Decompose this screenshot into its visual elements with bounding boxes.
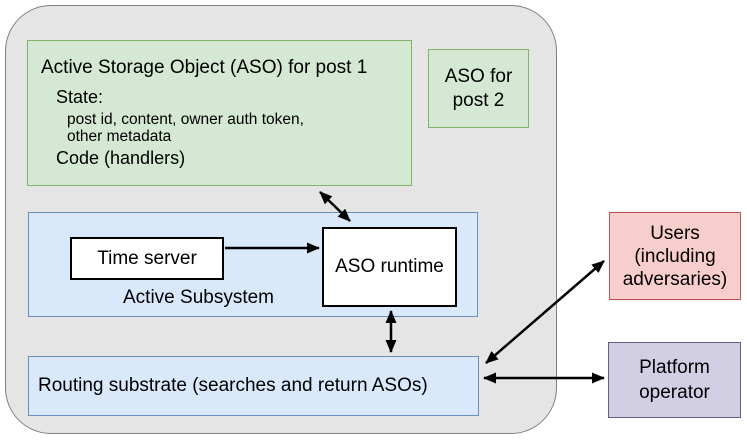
time-server-label: Time server [97, 247, 197, 269]
users-label-line: Users [650, 222, 700, 244]
time-server-box: Time server [70, 237, 224, 280]
platform-operator-label-line: Platform [639, 357, 710, 378]
users-box: Users (including adversaries) [609, 212, 741, 300]
aso-post1-box: Active Storage Object (ASO) for post 1 S… [27, 40, 412, 186]
routing-substrate-box: Routing substrate (searches and return A… [28, 356, 479, 416]
aso-post1-state-label: State: [56, 87, 104, 107]
aso-post1-state-detail: other metadata [67, 128, 172, 145]
aso-post1-code-label: Code (handlers) [56, 148, 186, 168]
active-subsystem-label: Active Subsystem [123, 287, 274, 308]
users-label-line: adversaries) [622, 268, 728, 290]
aso-runtime-box: ASO runtime [322, 227, 457, 307]
aso-post2-box: ASO for post 2 [428, 49, 529, 128]
aso-runtime-label: ASO runtime [335, 256, 444, 277]
aso-post1-state-detail: post id, content, owner auth token, [67, 111, 304, 128]
aso-post2-label-line: post 2 [452, 89, 505, 111]
platform-operator-label-line: operator [639, 382, 710, 403]
aso-post2-label-line: ASO for [444, 65, 513, 87]
platform-operator-box: Platform operator [608, 342, 741, 418]
aso-post1-title: Active Storage Object (ASO) for post 1 [41, 57, 368, 78]
users-label-line: (including [634, 245, 716, 267]
routing-substrate-label: Routing substrate (searches and return A… [38, 375, 428, 396]
